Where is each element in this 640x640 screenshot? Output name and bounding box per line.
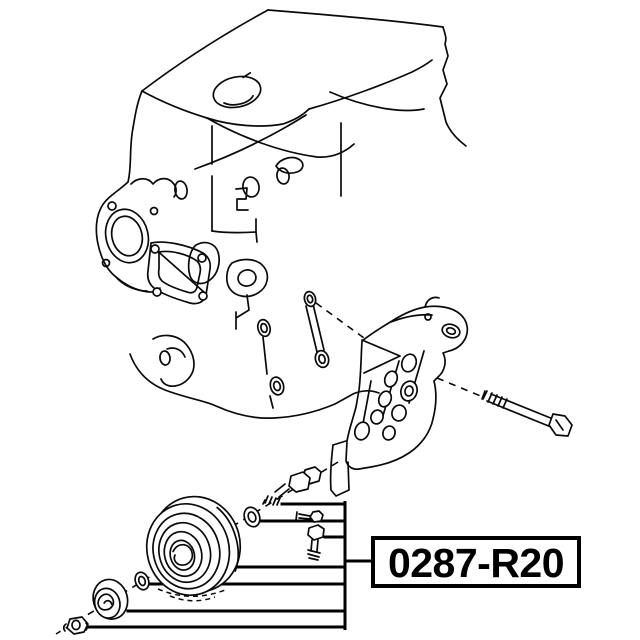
part-number-callout: 0287-R20 xyxy=(371,536,581,588)
idler-pulley xyxy=(145,495,242,602)
outer-washer xyxy=(243,506,261,528)
engine-block xyxy=(95,9,467,419)
bracket-eye xyxy=(441,323,461,339)
bracket-mount-bolt xyxy=(481,390,573,437)
valve-cover xyxy=(132,9,467,147)
upper-washer xyxy=(256,318,272,338)
water-pump-gasket xyxy=(146,241,212,305)
flange-nut xyxy=(62,616,89,635)
part-number-box xyxy=(371,536,581,588)
pivot-bolt-with-nut xyxy=(262,466,322,506)
spacer-hub xyxy=(92,578,129,620)
oil-filler-cap xyxy=(212,71,262,109)
cylinder-head-lines xyxy=(159,114,355,366)
water-pump xyxy=(95,127,177,293)
small-bolt-horizontal xyxy=(295,510,324,523)
lower-washer xyxy=(269,376,285,396)
part-number-text: 0287-R20 xyxy=(388,540,564,586)
stud-link xyxy=(303,290,330,369)
lower-block xyxy=(129,294,380,419)
small-bolt-vertical xyxy=(307,524,325,561)
mounting-bracket xyxy=(329,296,469,497)
inner-washer xyxy=(134,571,150,591)
